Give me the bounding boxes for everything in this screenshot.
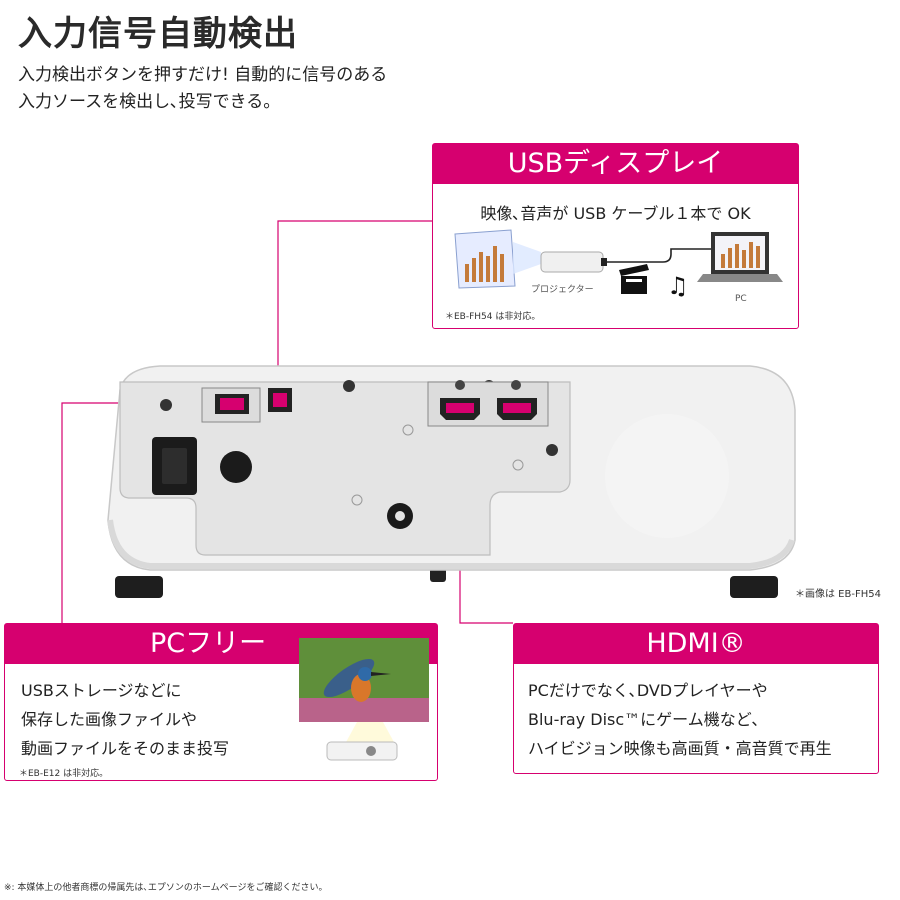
- intro-line-2: 入力ソースを検出し､投写できる。: [18, 92, 281, 112]
- hdmi-text: PCだけでなく､DVDプレイヤーや Blu-ray Disc™にゲーム機など､ …: [528, 676, 832, 763]
- pc-free-text: USBストレージなどに 保存した画像ファイルや 動画ファイルをそのまま投写: [21, 676, 229, 763]
- image-note: ＊画像は EB-FH54: [795, 589, 881, 600]
- mini-projector-icon: [326, 741, 398, 761]
- hdmi-line-2: Blu-ray Disc™にゲーム機など､: [528, 710, 760, 729]
- projector-icon: [540, 251, 604, 273]
- hdmi-heading: HDMI®: [514, 624, 878, 664]
- projector-foot-right: [730, 576, 778, 598]
- usb-display-note: ＊EB-FH54 は非対応。: [445, 312, 541, 322]
- projector-foot-left: [115, 576, 163, 598]
- hdmi-panel: HDMI® PCだけでなく､DVDプレイヤーや Blu-ray Disc™にゲー…: [513, 623, 879, 774]
- page-title: 入力信号自動検出: [18, 14, 298, 54]
- pc-free-note: ＊EB-E12 は非対応。: [19, 769, 109, 779]
- pc-free-line-3: 動画ファイルをそのまま投写: [21, 739, 230, 758]
- kingfisher-photo: [299, 638, 429, 761]
- clapperboard-icon: [619, 264, 649, 294]
- intro-line-1: 入力検出ボタンを押すだけ! 自動的に信号のある: [18, 65, 388, 85]
- usb-display-description: 映像､音声が USB ケーブル１本で OK: [480, 204, 751, 223]
- usb-display-panel: USBディスプレイ 映像､音声が USB ケーブル１本で OK ♫: [432, 143, 799, 329]
- pc-free-line-2: 保存した画像ファイルや: [21, 710, 198, 729]
- trademark-footnote: ※: 本媒体上の他者商標の帰属先は､エプソンのホームページをご確認ください。: [4, 883, 328, 893]
- round-port: [220, 451, 252, 483]
- hdmi-line-3: ハイビジョン映像も高画質・高音質で再生: [528, 739, 832, 758]
- projector-foot-center: [430, 568, 446, 582]
- speaker-grille: [605, 414, 729, 538]
- music-note-icon: ♫: [667, 272, 689, 300]
- usb-connector-line: [277, 220, 432, 398]
- pc-free-line-1: USBストレージなどに: [21, 681, 182, 700]
- usb-display-heading: USBディスプレイ: [433, 144, 798, 184]
- pc-label: PC: [735, 294, 747, 304]
- projector-label: プロジェクター: [531, 285, 594, 295]
- intro-text: 入力検出ボタンを押すだけ! 自動的に信号のある 入力ソースを検出し､投写できる。: [18, 62, 387, 116]
- pc-free-panel: PCフリー USBストレージなどに 保存した画像ファイルや 動画ファイルをそのま…: [4, 623, 438, 781]
- hdmi-line-1: PCだけでなく､DVDプレイヤーや: [528, 681, 768, 700]
- usb-display-diagram: ♫: [454, 229, 783, 300]
- projected-screen-icon: [454, 229, 516, 289]
